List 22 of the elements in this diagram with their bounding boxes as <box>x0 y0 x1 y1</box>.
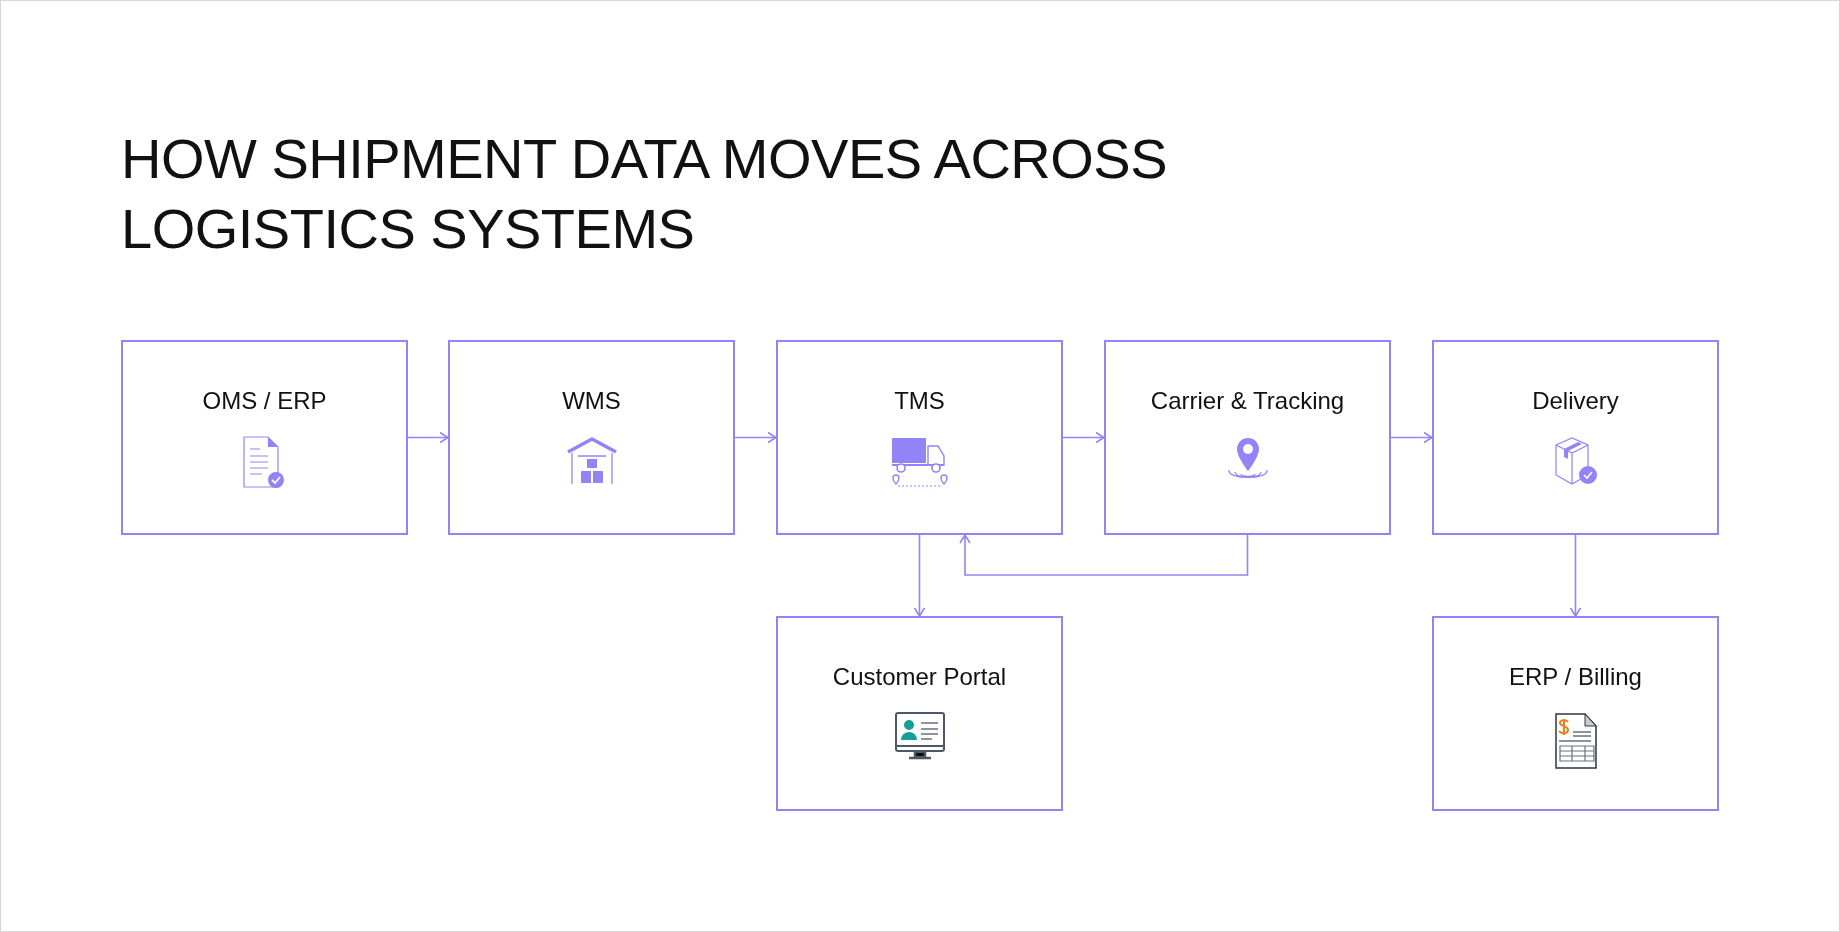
arrow <box>1569 534 1582 617</box>
arrow <box>1390 431 1433 444</box>
arrow <box>913 534 926 617</box>
box-label: ERP / Billing <box>1508 662 1643 692</box>
box-label: TMS <box>893 386 946 416</box>
system-box <box>1432 616 1719 811</box>
box-label: Carrier & Tracking <box>1149 386 1346 416</box>
box-label: WMS <box>561 386 622 416</box>
system-box <box>776 616 1063 811</box>
system-box <box>121 340 408 535</box>
arrow <box>1062 431 1105 444</box>
box-label: Customer Portal <box>831 662 1008 692</box>
arrow <box>959 534 1249 576</box>
system-box <box>1432 340 1719 535</box>
box-label: OMS / ERP <box>201 386 328 416</box>
system-box <box>776 340 1063 535</box>
title: HOW SHIPMENT DATA MOVES ACROSS LOGISTICS SYSTEMS <box>121 126 1169 262</box>
arrow <box>407 431 449 444</box>
system-box <box>1104 340 1391 535</box>
arrow <box>734 431 777 444</box>
box-label: Delivery <box>1531 386 1620 416</box>
system-box <box>448 340 735 535</box>
